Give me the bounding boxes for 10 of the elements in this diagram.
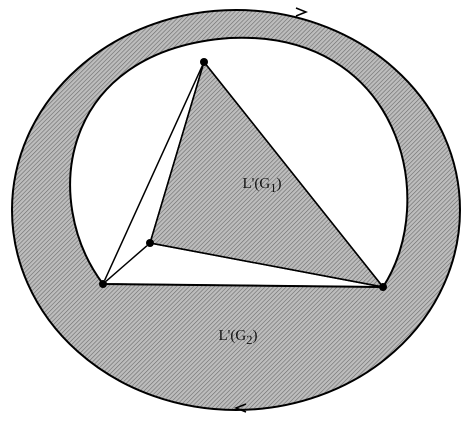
region-label: L'(G$_{2}$) [218, 328, 258, 348]
graph-edge [106, 245, 148, 282]
region-label: L'(G$_{1}$) [242, 176, 282, 196]
graph-edge [206, 64, 382, 284]
vertex-dot [200, 58, 208, 66]
graph-edge [104, 65, 204, 281]
graph-edge [107, 283, 379, 288]
graph-edge [150, 66, 204, 240]
vertex-dot [146, 239, 154, 247]
graph-edge [154, 243, 380, 287]
